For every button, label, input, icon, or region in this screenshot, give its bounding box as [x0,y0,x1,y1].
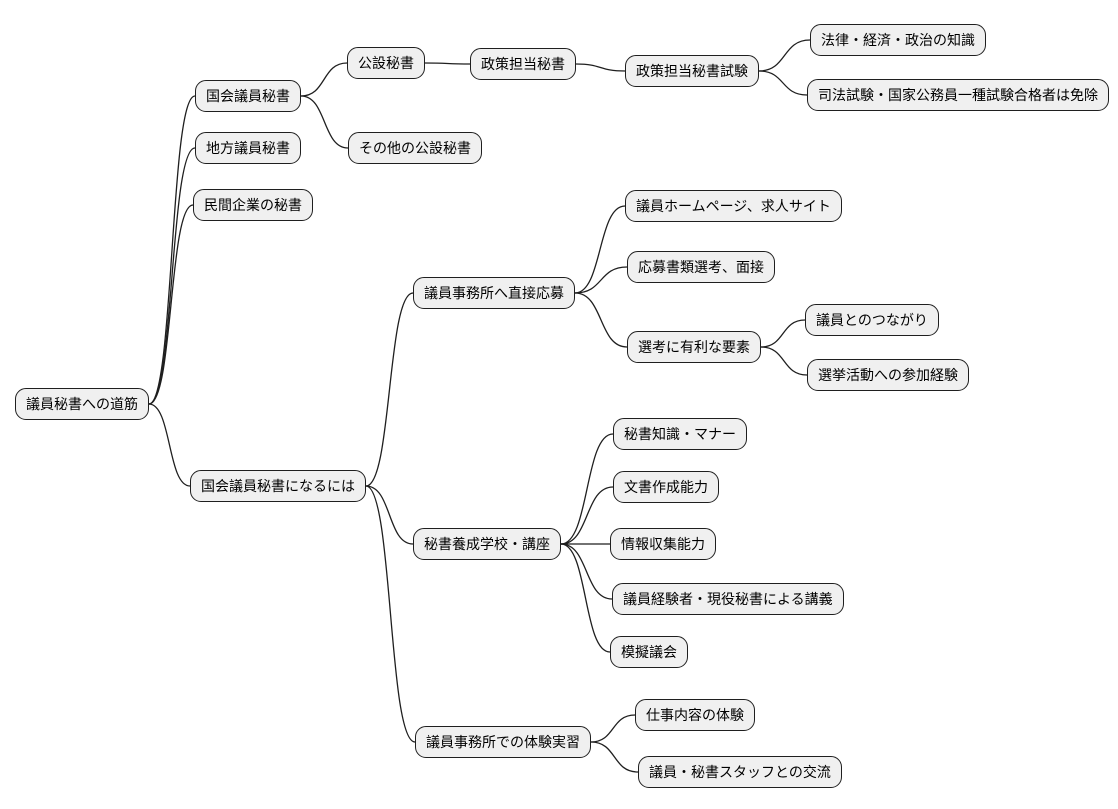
node-label-obo: 応募書類選考、面接 [638,259,764,275]
mindmap-edge-root-chiho [148,147,196,405]
mindmap-edge-taiken-shigoto [590,714,636,743]
node-label-naruniwa: 国会議員秘書になるには [201,478,355,494]
node-label-shiken: 政策担当秘書試験 [636,63,748,79]
node-label-shigoto: 仕事内容の体験 [646,707,744,723]
mindmap-node-obo: 応募書類選考、面接 [627,251,775,284]
mindmap-edge-yosei-bunsho [560,486,614,545]
mindmap-edge-root-minkan [148,204,194,405]
mindmap-edge-chokusetsu-homepage [574,205,626,294]
mindmap-node-seisaku: 政策担当秘書 [470,48,576,81]
node-label-taiken: 議員事務所での体験実習 [426,734,580,750]
node-label-tsunagari: 議員とのつながり [816,312,928,328]
mindmap-node-sonota: その他の公設秘書 [348,132,482,165]
node-label-yosei: 秘書養成学校・講座 [424,536,550,552]
node-label-keikensha: 議員経験者・現役秘書による講義 [623,591,833,607]
node-label-minkan: 民間企業の秘書 [204,197,302,213]
mindmap-edge-kokkai-kosetsu [300,62,348,97]
node-label-chishiki: 秘書知識・マナー [624,426,736,442]
node-label-sonota: その他の公設秘書 [359,140,471,156]
mindmap-edge-yosei-chishiki [560,433,614,545]
node-label-root: 議員秘書への道筋 [26,396,138,412]
node-label-horitsu: 法律・経済・政治の知識 [821,32,975,48]
mindmap-node-kosetsu: 公設秘書 [347,47,425,80]
mindmap-node-naruniwa: 国会議員秘書になるには [190,470,366,503]
mindmap-node-shiho: 司法試験・国家公務員一種試験合格者は免除 [807,79,1109,112]
mindmap-node-taiken: 議員事務所での体験実習 [415,726,591,759]
mindmap-node-tsunagari: 議員とのつながり [805,304,939,337]
mindmap-edge-taiken-koryu [590,741,639,773]
node-label-senkyo: 選挙活動への参加経験 [818,367,958,383]
mindmap-node-chokusetsu: 議員事務所へ直接応募 [413,277,575,310]
mindmap-node-shigoto: 仕事内容の体験 [635,699,755,732]
mindmap-node-keikensha: 議員経験者・現役秘書による講義 [612,583,844,616]
mindmap-edge-shiken-horitsu [758,39,811,72]
mindmap-node-senkyo: 選挙活動への参加経験 [807,359,969,392]
mindmap-edge-kosetsu-seisaku [424,62,471,65]
mindmap-node-minkan: 民間企業の秘書 [193,189,313,222]
mindmap-edge-senko-tsunagari [760,319,806,348]
mindmap-edge-chokusetsu-senko [574,292,628,348]
node-label-chiho: 地方議員秘書 [206,140,290,156]
mindmap-node-koryu: 議員・秘書スタッフとの交流 [638,756,842,789]
mindmap-edge-chokusetsu-obo [574,266,628,294]
node-label-bunsho: 文書作成能力 [624,479,708,495]
node-label-chokusetsu: 議員事務所へ直接応募 [424,285,564,301]
mindmap-edge-yosei-keikensha [560,543,613,600]
mindmap-edge-naruniwa-taiken [365,485,416,743]
node-label-kokkai: 国会議員秘書 [206,88,290,104]
node-label-seisaku: 政策担当秘書 [481,56,565,72]
mindmap-node-mogi: 模擬議会 [610,636,688,669]
mindmap-node-chishiki: 秘書知識・マナー [613,418,747,451]
mindmap-node-yosei: 秘書養成学校・講座 [413,528,561,561]
mindmap-edge-root-kokkai [148,95,196,405]
node-label-homepage: 議員ホームページ、求人サイト [636,198,831,214]
mindmap-edge-naruniwa-yosei [365,485,414,545]
mindmap-edge-kokkai-sonota [300,95,349,149]
node-label-mogi: 模擬議会 [621,644,677,660]
mindmap-node-root: 議員秘書への道筋 [15,388,149,421]
node-label-shiho: 司法試験・国家公務員一種試験合格者は免除 [818,87,1098,103]
mindmap-edge-senko-senkyo [760,346,808,376]
mindmap-node-shiken: 政策担当秘書試験 [625,55,759,88]
mindmap-node-homepage: 議員ホームページ、求人サイト [625,190,842,223]
node-label-joho: 情報収集能力 [621,536,705,552]
mindmap-node-kokkai: 国会議員秘書 [195,80,301,113]
mindmap-node-horitsu: 法律・経済・政治の知識 [810,24,986,57]
mindmap-edge-shiken-shiho [758,70,808,96]
mindmap-node-chiho: 地方議員秘書 [195,132,301,165]
node-label-senko: 選考に有利な要素 [638,339,750,355]
mindmap-edge-root-naruniwa [148,403,191,487]
mindmap-edge-seisaku-shiken [575,63,626,72]
mindmap-node-senko: 選考に有利な要素 [627,331,761,364]
mindmap-node-bunsho: 文書作成能力 [613,471,719,504]
node-label-kosetsu: 公設秘書 [358,55,414,71]
mindmap-edge-yosei-mogi [560,543,611,653]
node-label-koryu: 議員・秘書スタッフとの交流 [649,764,831,780]
mindmap-edge-naruniwa-chokusetsu [365,292,414,487]
mindmap-node-joho: 情報収集能力 [610,528,716,561]
